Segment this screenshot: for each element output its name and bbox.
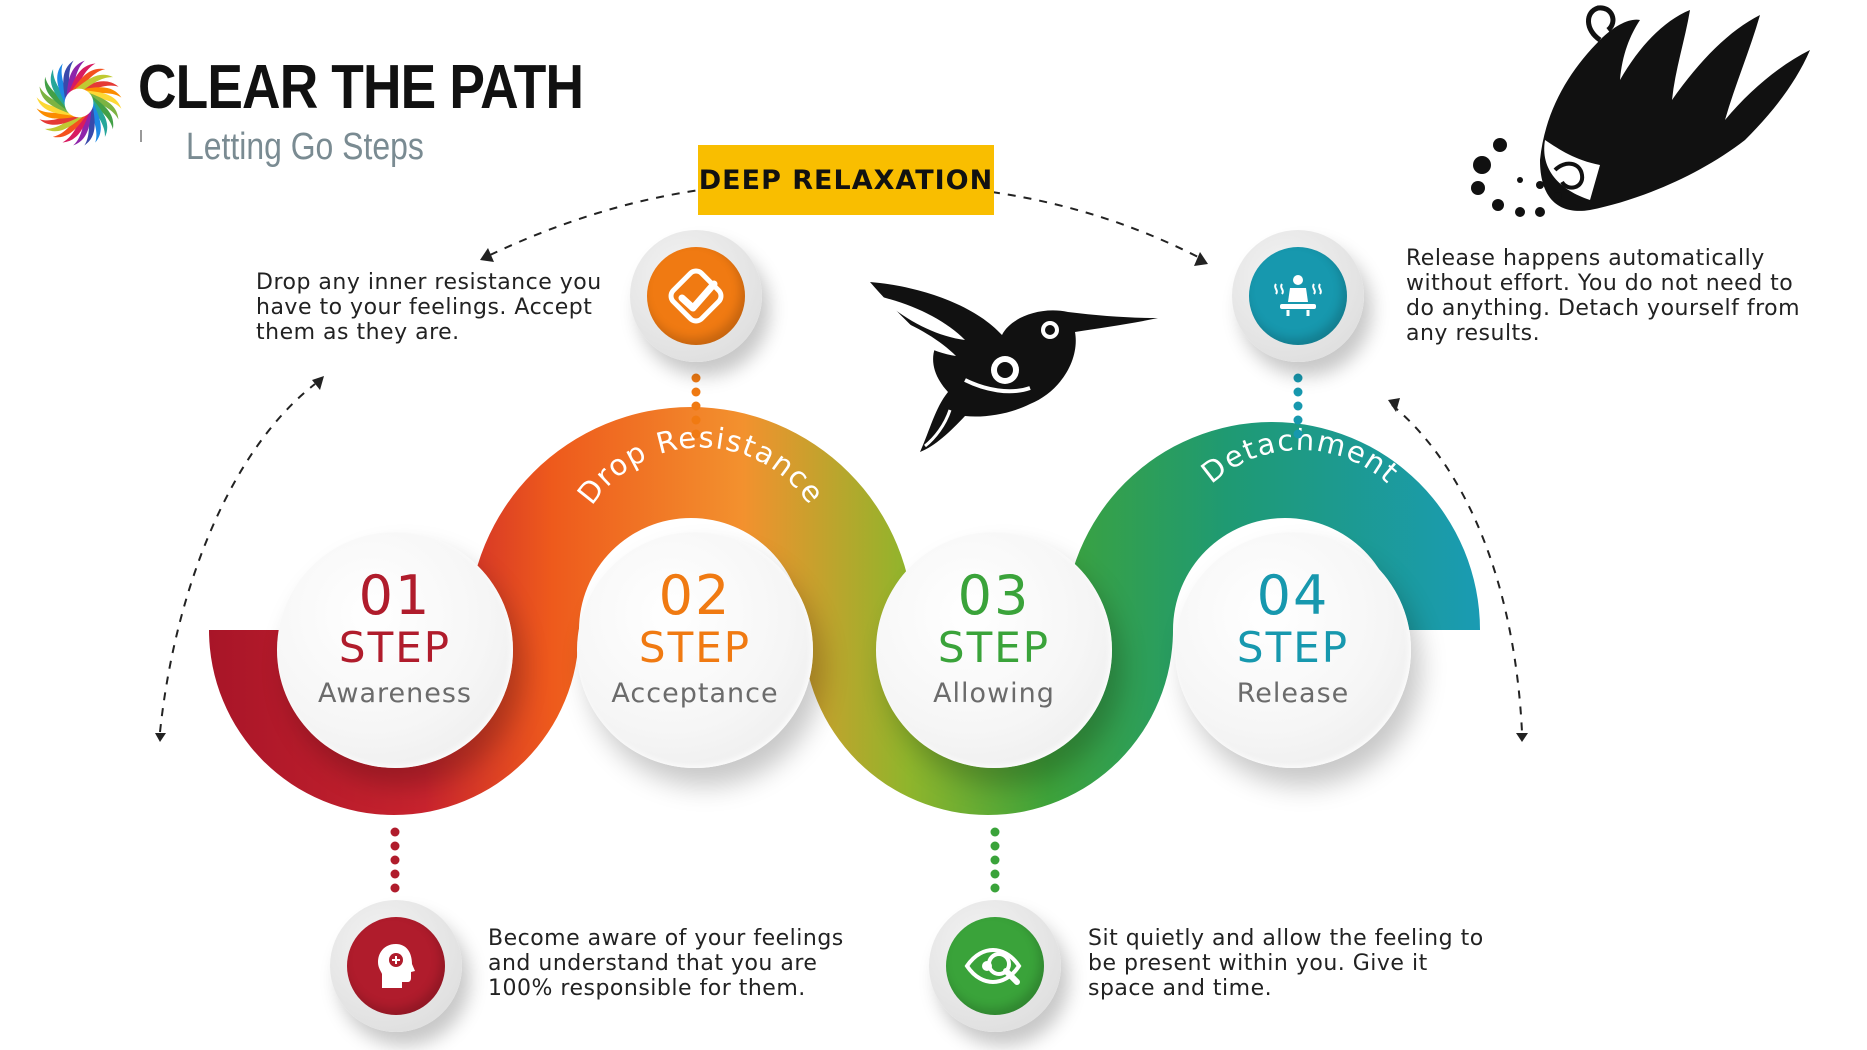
responsibility-description: Become aware of your feelings and unders… bbox=[488, 926, 908, 1001]
responsibility-icon-badge bbox=[330, 900, 462, 1032]
logo-petal bbox=[75, 74, 114, 92]
logo-petal bbox=[73, 110, 92, 146]
description-line: be present within you. Give it bbox=[1088, 951, 1428, 976]
observation-description: Sit quietly and allow the feeling to be … bbox=[1088, 926, 1508, 1001]
description-line: Sit quietly and allow the feeling to bbox=[1088, 926, 1484, 951]
detachment-icon-badge bbox=[1232, 230, 1364, 362]
logo-petal bbox=[89, 92, 119, 120]
head-icon bbox=[347, 917, 445, 1015]
dashed-arrowheads bbox=[155, 248, 1528, 742]
dotted-connectors bbox=[390, 373, 1303, 893]
logo-petal bbox=[66, 60, 85, 96]
description-line: have to your feelings. Accept bbox=[256, 295, 593, 320]
drop-resistance-icon-badge bbox=[630, 230, 762, 362]
hummingbird-icon bbox=[870, 282, 1158, 452]
meditation-icon bbox=[1249, 247, 1347, 345]
connector-red bbox=[390, 827, 400, 893]
connector-teal bbox=[1293, 373, 1303, 439]
description-line: any results. bbox=[1406, 321, 1541, 346]
dashed-arc-right bbox=[1391, 404, 1523, 733]
description-line: do anything. Detach yourself from bbox=[1406, 296, 1801, 321]
description-line: space and time. bbox=[1088, 976, 1273, 1001]
step-number: 02 bbox=[658, 564, 732, 627]
detachment-description: Release happens automatically without ef… bbox=[1406, 246, 1826, 346]
deep-relaxation-banner: DEEP RELAXATION bbox=[698, 145, 994, 215]
step-word: STEP bbox=[937, 623, 1051, 672]
connector-orange bbox=[691, 373, 701, 439]
logo-petal bbox=[36, 108, 76, 119]
logo-petal bbox=[82, 87, 122, 98]
page-title: CLEAR THE PATH bbox=[138, 53, 584, 122]
step-number: 03 bbox=[957, 564, 1031, 627]
step-name: Allowing bbox=[933, 678, 1055, 709]
description-line: Drop any inner resistance you bbox=[256, 270, 602, 295]
subtitle-divider bbox=[140, 130, 142, 142]
logo-petal bbox=[39, 86, 69, 114]
description-line: and understand that you are bbox=[488, 951, 818, 976]
description-line: Release happens automatically bbox=[1406, 246, 1765, 271]
drop-resistance-description: Drop any inner resistance you have to yo… bbox=[256, 270, 616, 345]
spiral-logo-icon bbox=[36, 60, 122, 146]
step-word: STEP bbox=[338, 623, 452, 672]
logo-petal bbox=[84, 106, 95, 146]
logo-petal bbox=[36, 97, 72, 116]
logo-petal bbox=[63, 60, 74, 100]
description-line: 100% responsible for them. bbox=[488, 976, 806, 1001]
logo-petal bbox=[62, 113, 90, 143]
step-number: 01 bbox=[358, 564, 432, 627]
step-number: 04 bbox=[1256, 564, 1330, 627]
step-circle-2: 02 STEP Acceptance bbox=[577, 532, 813, 768]
connector-green bbox=[990, 827, 1000, 893]
step-name: Release bbox=[1236, 678, 1350, 709]
dashed-arcs bbox=[159, 189, 1523, 733]
dashed-arc-top-left bbox=[489, 189, 701, 256]
logo-petal bbox=[86, 90, 122, 109]
step-word: STEP bbox=[638, 623, 752, 672]
page-subtitle: Letting Go Steps bbox=[186, 126, 424, 168]
observation-icon-badge bbox=[929, 900, 1061, 1032]
dashed-arc-left bbox=[159, 383, 316, 733]
swirl-ornament-icon bbox=[1471, 5, 1810, 217]
logo-petal bbox=[68, 63, 96, 93]
step-word: STEP bbox=[1236, 623, 1350, 672]
wave-path bbox=[209, 407, 1480, 815]
description-line: them as they are. bbox=[256, 320, 460, 345]
description-line: Become aware of your feelings bbox=[488, 926, 844, 951]
step-circle-3: 03 STEP Allowing bbox=[876, 532, 1112, 768]
step-name: Acceptance bbox=[611, 678, 779, 709]
description-line: without effort. You do not need to bbox=[1406, 271, 1794, 296]
eye-magnifier-icon bbox=[946, 917, 1044, 1015]
step-name: Awareness bbox=[318, 678, 472, 709]
dashed-arc-top-right bbox=[991, 191, 1201, 259]
checkmark-icon bbox=[647, 247, 745, 345]
step-circle-4: 04 STEP Release bbox=[1175, 532, 1411, 768]
step-circle-1: 01 STEP Awareness bbox=[277, 532, 513, 768]
